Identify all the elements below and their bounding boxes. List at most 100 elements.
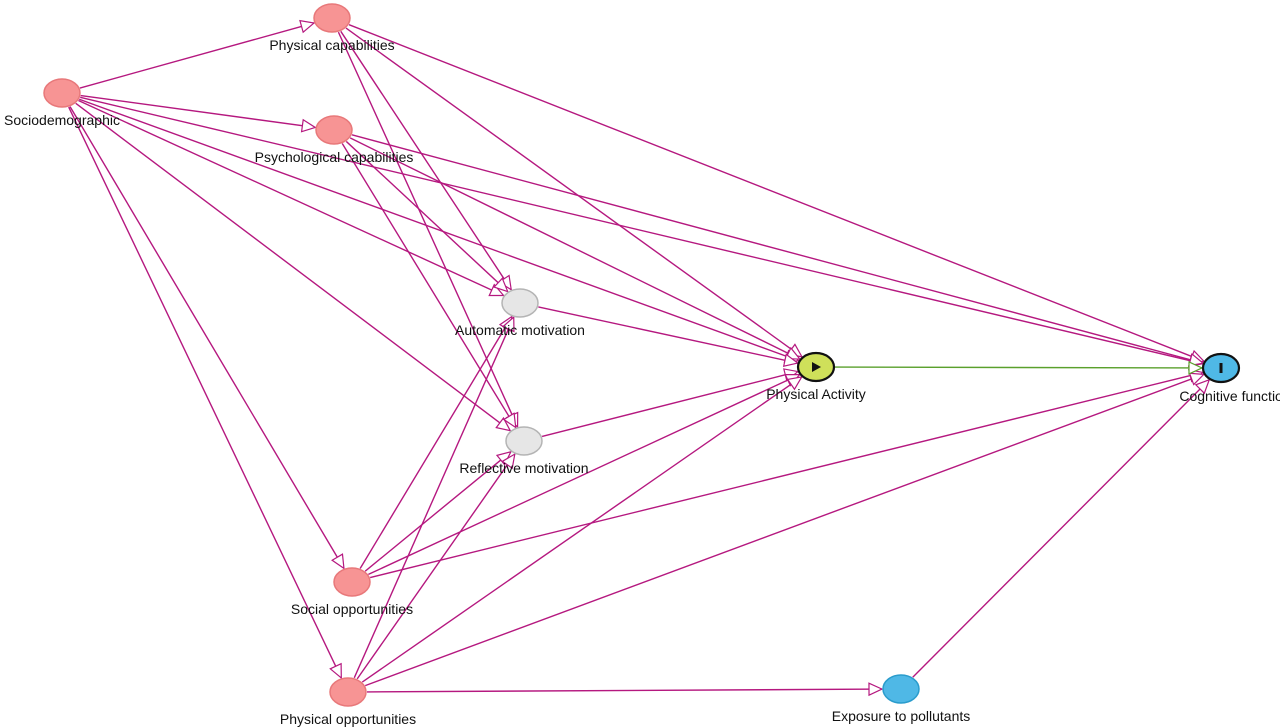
edge-line: [364, 451, 512, 572]
arrowhead-icon: [299, 19, 316, 34]
node-exposure-to-pollutants[interactable]: Exposure to pollutants: [832, 674, 971, 724]
edge-line: [75, 102, 511, 432]
edge-sociodemographic-to-psychological-capabilities: [80, 94, 317, 133]
edge-sociodemographic-to-automatic-motivation: [78, 99, 505, 297]
arrowhead-icon: [1188, 372, 1206, 386]
node-label: Reflective motivation: [459, 460, 588, 476]
node-automatic-motivation[interactable]: Automatic motivation: [455, 288, 585, 338]
edges-layer: [68, 19, 1211, 697]
arrowhead-icon: [868, 682, 884, 697]
edge-sociodemographic-to-reflective-motivation: [75, 102, 512, 432]
edge-physical-opportunities-to-physical-activity: [361, 376, 803, 683]
edge-physical-capabilities-to-cognitive-function: [348, 24, 1206, 363]
node-shape[interactable]: [501, 288, 539, 318]
node-label: Physical capabilities: [269, 37, 394, 53]
arrowhead-icon: [782, 353, 800, 367]
node-label: Physical opportunities: [280, 711, 416, 727]
edge-line: [68, 106, 342, 679]
nodes-layer: Sociodemographic Physical capabilitiesPsy…: [4, 3, 1280, 727]
edge-line: [337, 31, 519, 428]
edge-line: [538, 306, 798, 364]
arrowhead-icon: [1188, 352, 1205, 367]
edge-line: [912, 379, 1210, 678]
edge-line: [356, 453, 516, 680]
edge-sociodemographic-to-physical-capabilities: [79, 19, 316, 89]
edge-line: [79, 98, 799, 362]
node-social-opportunities[interactable]: Social opportunities: [291, 567, 413, 617]
arrowhead-icon: [786, 376, 803, 391]
edge-line: [80, 94, 316, 129]
edge-automatic-motivation-to-physical-activity: [538, 306, 800, 367]
edge-reflective-motivation-to-physical-activity: [541, 368, 800, 438]
arrowhead-icon: [1194, 378, 1211, 395]
edge-line: [340, 30, 512, 291]
edge-physical-opportunities-to-automatic-motivation: [353, 315, 515, 679]
edge-line: [541, 370, 799, 438]
node-physical-opportunities[interactable]: Physical opportunities: [280, 677, 416, 727]
edge-line: [79, 22, 315, 89]
bar-icon: [1219, 363, 1223, 373]
edge-sociodemographic-to-physical-opportunities: [68, 106, 342, 680]
arrowhead-icon: [502, 412, 517, 429]
node-cognitive-function[interactable]: Cognitive function: [1179, 352, 1280, 404]
node-label: Psychological capabilities: [255, 149, 414, 165]
node-label: Sociodemographic: [4, 112, 120, 128]
node-physical-capabilities[interactable]: Physical capabilities: [269, 3, 395, 53]
arrowhead-icon: [495, 416, 512, 432]
node-shape[interactable]: [333, 567, 371, 597]
node-label: Exposure to pollutants: [832, 708, 971, 724]
edge-line: [69, 106, 345, 569]
edge-sociodemographic-to-social-opportunities: [69, 106, 345, 570]
edge-physical-activity-to-cognitive-function: [834, 360, 1204, 375]
node-sociodemographic[interactable]: Sociodemographic: [4, 78, 120, 128]
edge-line: [351, 134, 1204, 364]
play-icon: [812, 362, 821, 372]
arrowhead-icon: [501, 452, 516, 470]
edge-line: [345, 27, 803, 358]
edge-physical-opportunities-to-exposure-to-pollutants: [366, 682, 884, 697]
edge-line: [349, 137, 801, 360]
arrowhead-icon: [493, 277, 509, 293]
edge-line: [368, 373, 800, 576]
node-shape[interactable]: [315, 115, 353, 145]
node-reflective-motivation[interactable]: Reflective motivation: [459, 426, 589, 476]
edge-line: [361, 376, 803, 683]
arrowhead-icon: [300, 118, 317, 133]
edge-physical-opportunities-to-reflective-motivation: [356, 452, 516, 680]
node-label: Physical Activity: [766, 386, 866, 402]
edge-line: [353, 316, 515, 679]
edge-sociodemographic-to-physical-activity: [79, 98, 801, 363]
node-psychological-capabilities[interactable]: Psychological capabilities: [255, 115, 414, 165]
node-shape[interactable]: [43, 78, 81, 108]
edge-line: [366, 688, 883, 693]
edge-line: [341, 143, 517, 428]
edge-line: [359, 316, 513, 569]
node-physical-activity[interactable]: Physical Activity: [766, 351, 866, 402]
edge-exposure-to-pollutants-to-cognitive-function: [912, 378, 1211, 678]
node-shape[interactable]: [505, 426, 543, 456]
edge-psychological-capabilities-to-automatic-motivation: [345, 140, 509, 293]
arrowhead-icon: [1188, 360, 1204, 375]
node-label: Social opportunities: [291, 601, 413, 617]
node-label: Automatic motivation: [455, 322, 585, 338]
edge-physical-opportunities-to-cognitive-function: [364, 372, 1206, 687]
edge-line: [78, 99, 504, 297]
node-label: Cognitive function: [1179, 388, 1280, 404]
edge-line: [834, 366, 1203, 369]
edge-line: [348, 24, 1205, 362]
arrowhead-icon: [329, 662, 342, 680]
edge-physical-capabilities-to-physical-activity: [345, 27, 804, 358]
edge-sociodemographic-to-cognitive-function: [80, 96, 1205, 368]
edge-line: [80, 96, 1203, 365]
node-shape[interactable]: [882, 674, 920, 704]
edge-line: [364, 373, 1205, 687]
arrowhead-icon: [331, 553, 345, 570]
arrowhead-icon: [501, 315, 515, 333]
edge-psychological-capabilities-to-cognitive-function: [351, 134, 1205, 367]
edge-line: [345, 140, 509, 293]
edge-social-opportunities-to-automatic-motivation: [359, 315, 513, 569]
edge-psychological-capabilities-to-reflective-motivation: [341, 143, 517, 429]
node-shape[interactable]: [329, 677, 367, 707]
node-shape[interactable]: [313, 3, 351, 33]
